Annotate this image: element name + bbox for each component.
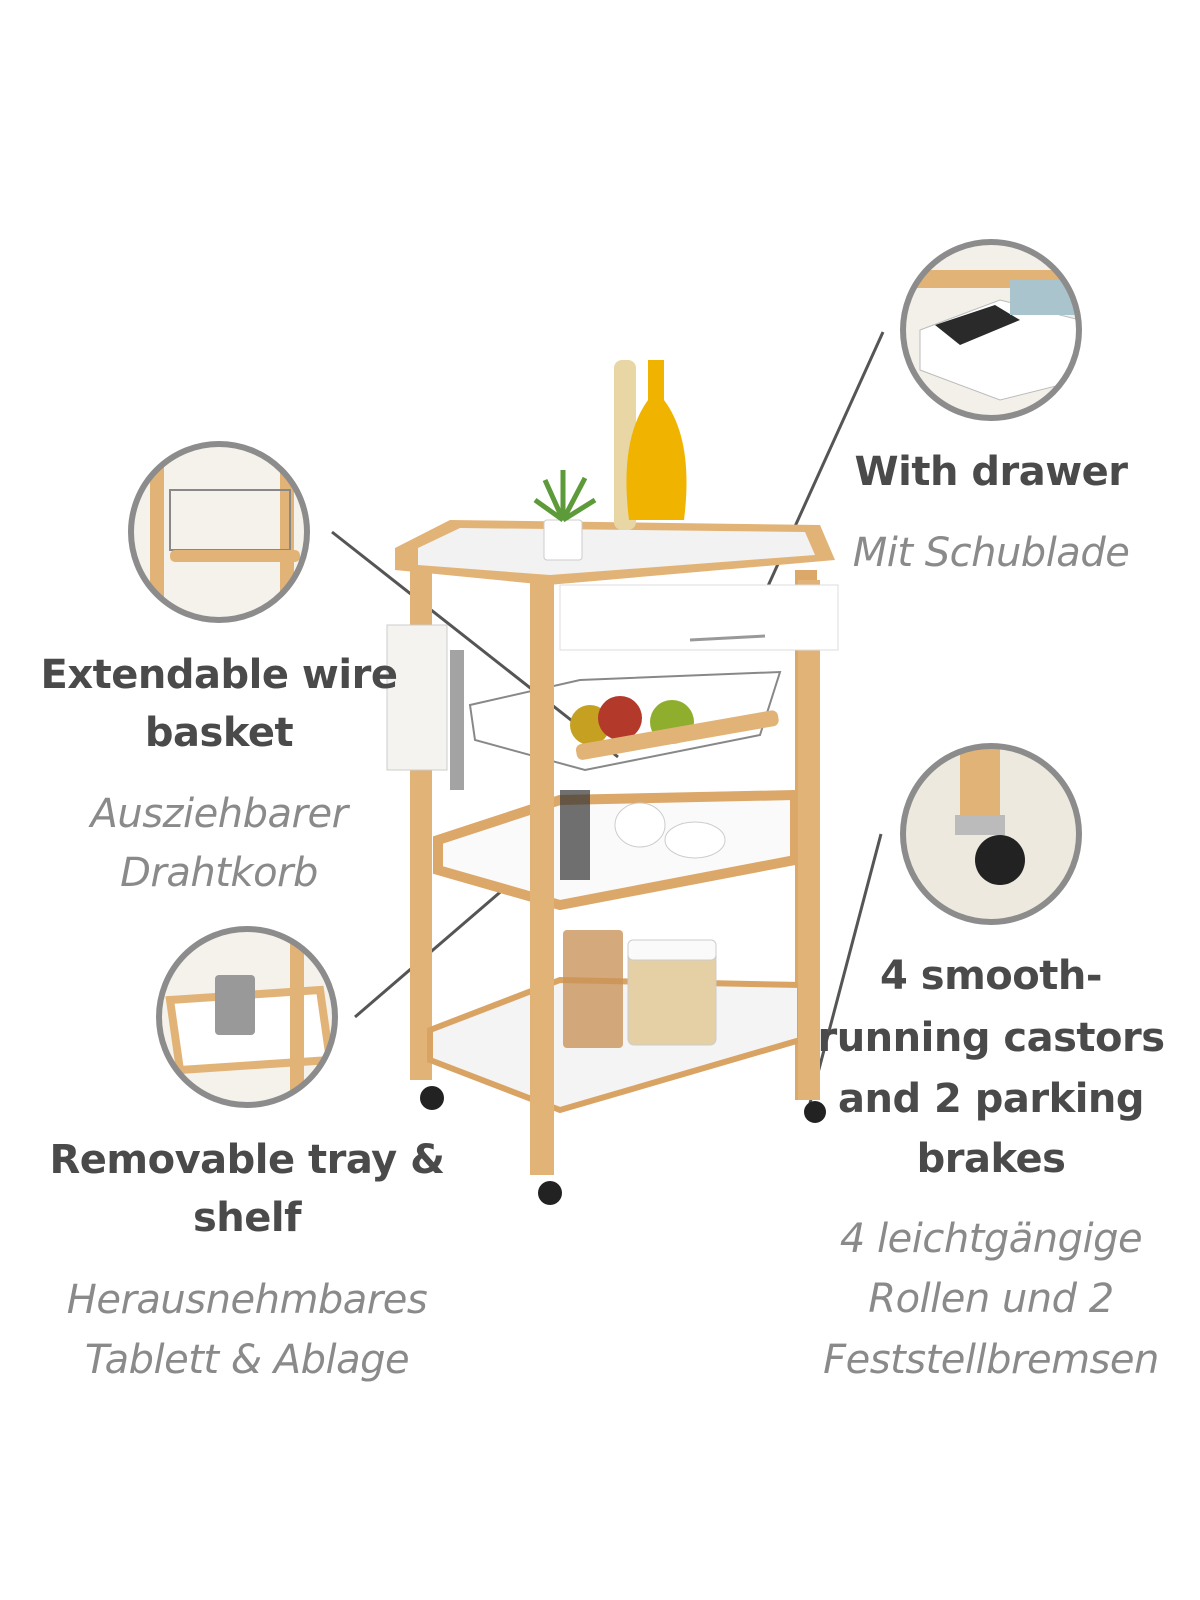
feature-title-basket-line2: basket <box>144 710 294 756</box>
feature-subtitle-tray-line2: Tablett & Ablage <box>84 1337 410 1383</box>
feature-subtitle-castors-line1: 4 leichtgängige <box>839 1216 1143 1262</box>
feature-subtitle-drawer: Mit Schublade <box>852 530 1130 576</box>
callout-line-basket <box>331 530 619 759</box>
trolley <box>386 360 839 1205</box>
feature-title-castors-line3: and 2 parking <box>837 1076 1145 1122</box>
detail-circle-castors <box>900 743 1082 925</box>
detail-circle-basket <box>128 441 310 623</box>
feature-subtitle-castors-line2: Rollen und 2 <box>868 1276 1114 1322</box>
feature-title-basket-line1: Extendable wire <box>40 652 398 698</box>
feature-title-tray-line2: shelf <box>192 1195 302 1241</box>
feature-title-castors-line2: running castors <box>817 1015 1165 1061</box>
feature-subtitle-tray-line1: Herausnehmbares <box>66 1277 428 1323</box>
feature-title-castors-line4: brakes <box>916 1136 1066 1182</box>
feature-title-drawer: With drawer <box>854 449 1128 495</box>
feature-subtitle-castors-line3: Feststellbremsen <box>823 1337 1159 1383</box>
feature-subtitle-basket-line2: Drahtkorb <box>120 850 318 896</box>
feature-title-tray-line1: Removable tray & <box>49 1137 445 1183</box>
feature-subtitle-basket-line1: Ausziehbarer <box>90 791 348 837</box>
detail-circle-tray <box>156 926 338 1108</box>
callout-line-drawer <box>747 331 885 629</box>
detail-circle-drawer <box>900 239 1082 421</box>
callout-line-castors <box>807 833 883 1108</box>
feature-title-castors-line1: 4 smooth- <box>880 953 1102 999</box>
